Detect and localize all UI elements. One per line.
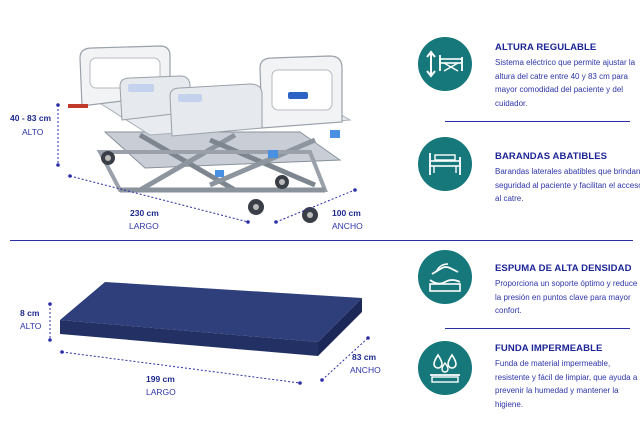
bed-height-value: 40 - 83 cm xyxy=(10,113,52,123)
feature-description: Sistema eléctrico que permite ajustar la… xyxy=(495,58,636,108)
mattress-width-label: ANCHO xyxy=(350,365,381,375)
bed-height-label: ALTO xyxy=(22,127,44,137)
feature-description: Funda de material impermeable, resistent… xyxy=(495,359,638,409)
mattress-length-label: LARGO xyxy=(146,387,176,397)
section-divider xyxy=(10,240,633,241)
feature-description: Barandas laterales abatibles que brindan… xyxy=(495,167,640,204)
bed-width-label: ANCHO xyxy=(332,221,363,231)
mattress-illustration xyxy=(60,282,362,356)
feature-title: ESPUMA DE ALTA DENSIDAD xyxy=(495,263,632,274)
hospital-bed-illustration xyxy=(68,45,352,223)
bed-length-label: LARGO xyxy=(129,221,159,231)
water-drops-icon xyxy=(418,341,472,395)
mattress-width-value: 83 cm xyxy=(352,352,377,362)
bed-length-value: 230 cm xyxy=(130,208,159,218)
feature-description: Proporciona un soporte óptimo y reduce l… xyxy=(495,279,638,316)
feature-separator xyxy=(445,328,630,329)
mattress-height-label: ALTO xyxy=(20,321,42,331)
hand-foam-icon xyxy=(418,250,472,304)
feature-separator xyxy=(445,121,630,122)
bed-rails-icon xyxy=(418,137,472,191)
feature-title: ALTURA REGULABLE xyxy=(495,42,597,53)
bed-width-value: 100 cm xyxy=(332,208,361,218)
feature-title: FUNDA IMPERMEABLE xyxy=(495,343,603,354)
mattress-length-value: 199 cm xyxy=(146,374,175,384)
mattress-height-value: 8 cm xyxy=(20,308,40,318)
bed-height-icon xyxy=(418,37,472,91)
feature-title: BARANDAS ABATIBLES xyxy=(495,151,608,162)
